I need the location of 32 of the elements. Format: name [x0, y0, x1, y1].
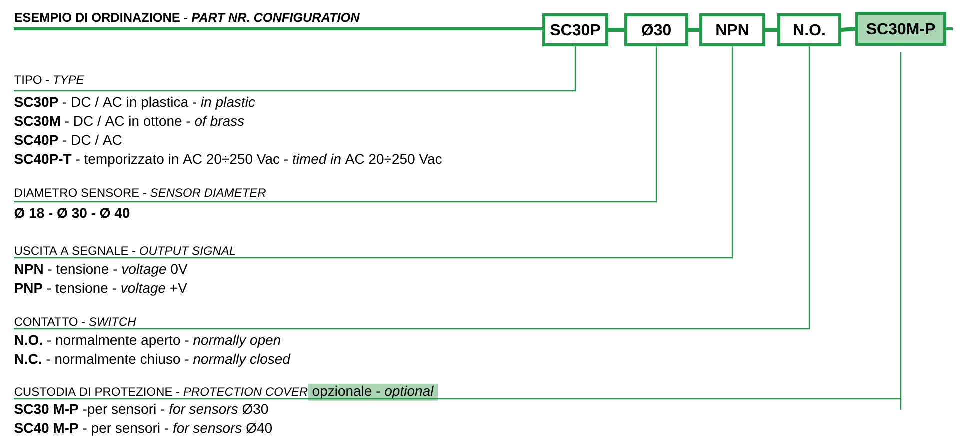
code-box: SC30P [542, 14, 608, 46]
option-line: SC30P - DC / AC in plastica - in plastic [14, 96, 256, 110]
section-heading: CUSTODIA DI PROTEZIONE - PROTECTION COVER [14, 388, 308, 396]
code-box: Ø30 [624, 14, 688, 46]
option-line: N.C. - normalmente chiuso - normally closed [15, 354, 291, 367]
connector-line [688, 28, 700, 32]
title: ESEMPIO DI ORDINAZIONE - PART NR. CONFIGURATION [15, 13, 360, 22]
connector-line [841, 27, 856, 32]
option-line: SC40P-T - temporizzato in AC 20÷250 Vac - timed in AC 20÷250 Vac [14, 154, 442, 167]
option-line: SC40P - DC / AC [14, 134, 122, 146]
section-heading: DIAMETRO SENSORE - SENSOR DIAMETER [15, 188, 266, 198]
optional-tag: opzionale - optional [308, 384, 438, 401]
leader-line [13, 51, 902, 411]
leader-line [14, 46, 810, 330]
option-line: NPN - tensione - voltage 0V [15, 264, 188, 277]
leader-line [14, 46, 734, 259]
section-heading: TIPO - TYPE [14, 76, 84, 84]
option-line: SC30 M-P -per sensori - for sensors Ø30 [14, 404, 268, 417]
option-line: SC40 M-P - per sensori - for sensors Ø40 [14, 422, 272, 436]
code-box: N.O. [778, 14, 842, 46]
connector-line [608, 28, 625, 32]
code-box: NPN [700, 14, 766, 46]
leader-line [14, 46, 576, 92]
option-line: PNP - tensione - voltage +V [15, 282, 188, 296]
option-line: SC30M - DC / AC in ottone - of brass [14, 116, 244, 126]
connector-line [765, 28, 778, 32]
code-box: SC30M-P [856, 12, 946, 46]
option-line: Ø 18 - Ø 30 - Ø 40 [14, 208, 130, 218]
section-heading: CONTATTO - SWITCH [14, 318, 136, 326]
section-heading: USCITA A SEGNALE - OUTPUT SIGNAL [15, 246, 236, 256]
option-line: N.O. - normalmente aperto - normally open [15, 334, 280, 348]
leader-line [14, 46, 658, 203]
